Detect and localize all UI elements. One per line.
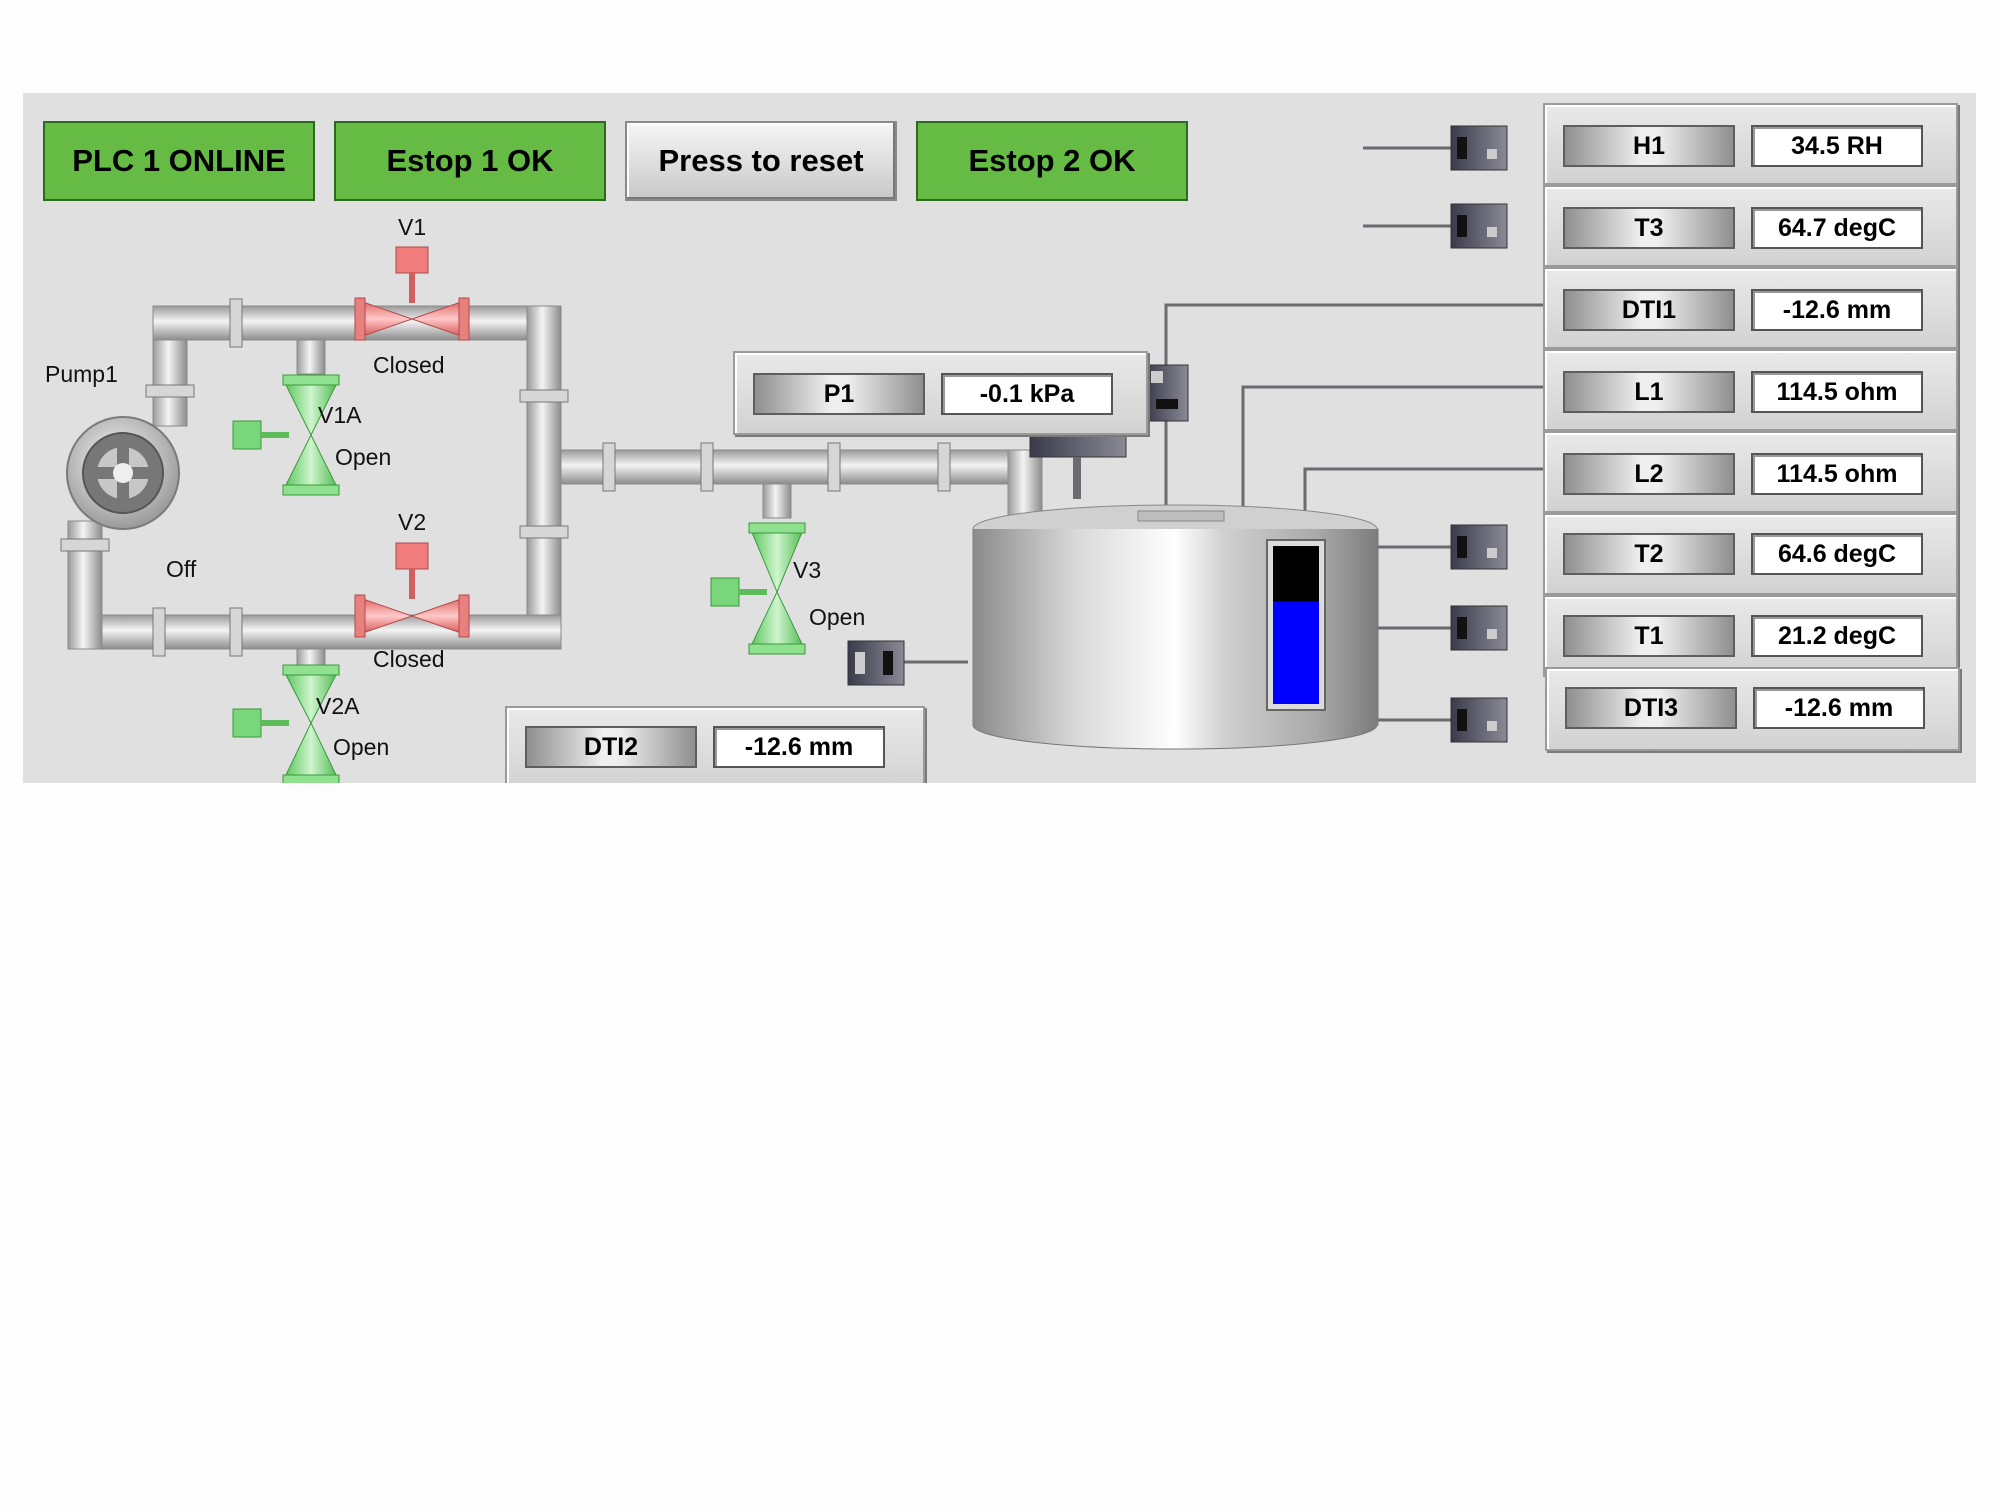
valve-v3-state: Open (809, 604, 865, 630)
l1-readout-panel: L1 114.5 ohm (1543, 349, 1958, 431)
sensor-dti2-icon[interactable] (847, 640, 905, 686)
valve-v3-icon[interactable] (710, 522, 806, 655)
sensor-wiring (903, 146, 1543, 722)
sensor-t2-icon[interactable] (1450, 524, 1508, 570)
t1-value: 21.2 degC (1751, 615, 1923, 657)
valve-v1-label: V1 (398, 214, 426, 240)
estop2-status-button[interactable]: Estop 2 OK (916, 121, 1188, 201)
dti3-readout-panel: DTI3 -12.6 mm (1545, 667, 1960, 751)
l2-readout-panel: L2 114.5 ohm (1543, 431, 1958, 513)
h1-readout-panel: H1 34.5 RH (1543, 103, 1958, 185)
p1-value: -0.1 kPa (941, 373, 1113, 415)
dti1-readout-panel: DTI1 -12.6 mm (1543, 267, 1958, 349)
valve-v1a-state: Open (335, 444, 391, 470)
valve-v2-state: Closed (373, 646, 445, 672)
process-diagram: Pump1 Off V1 Closed V1A Open (45, 125, 1543, 783)
dti2-value: -12.6 mm (713, 726, 885, 768)
dti1-tag[interactable]: DTI1 (1563, 289, 1735, 331)
sensor-dti3-icon[interactable] (1450, 697, 1508, 743)
pump-icon[interactable] (66, 416, 180, 530)
t3-value: 64.7 degC (1751, 207, 1923, 249)
tank (972, 504, 1379, 750)
valve-v1-state: Closed (373, 352, 445, 378)
l1-value: 114.5 ohm (1751, 371, 1923, 413)
sensor-dti1-icon[interactable] (1145, 364, 1189, 422)
p1-tag[interactable]: P1 (753, 373, 925, 415)
valve-v2a-icon[interactable] (232, 664, 340, 783)
valve-v3-label: V3 (793, 557, 821, 583)
sensor-t3-icon[interactable] (1450, 203, 1508, 249)
sensor-t1-icon[interactable] (1450, 605, 1508, 651)
l2-value: 114.5 ohm (1751, 453, 1923, 495)
t1-tag[interactable]: T1 (1563, 615, 1735, 657)
t3-readout-panel: T3 64.7 degC (1543, 185, 1958, 267)
t2-value: 64.6 degC (1751, 533, 1923, 575)
dti3-tag[interactable]: DTI3 (1565, 687, 1737, 729)
h1-value: 34.5 RH (1751, 125, 1923, 167)
valve-v2a-label: V2A (316, 693, 360, 719)
t2-tag[interactable]: T2 (1563, 533, 1735, 575)
valve-v1a-icon[interactable] (232, 374, 340, 496)
p1-readout-panel: P1 -0.1 kPa (733, 351, 1148, 435)
l2-tag[interactable]: L2 (1563, 453, 1735, 495)
h1-tag[interactable]: H1 (1563, 125, 1735, 167)
l1-tag[interactable]: L1 (1563, 371, 1735, 413)
valve-v2-label: V2 (398, 509, 426, 535)
dti2-readout-panel: DTI2 -12.6 mm (505, 706, 925, 783)
level-fill (1273, 601, 1319, 704)
dti1-value: -12.6 mm (1751, 289, 1923, 331)
valve-v2-icon[interactable] (354, 542, 470, 638)
hmi-panel: Pump1 Off V1 Closed V1A Open (23, 93, 1976, 783)
dti2-tag[interactable]: DTI2 (525, 726, 697, 768)
pipe-network (60, 298, 1043, 678)
sensor-h1-icon[interactable] (1450, 125, 1508, 171)
estop1-status-button[interactable]: Estop 1 OK (334, 121, 606, 201)
reset-button[interactable]: Press to reset (625, 121, 897, 201)
dti3-value: -12.6 mm (1753, 687, 1925, 729)
pump-state: Off (166, 556, 197, 582)
valve-v1a-label: V1A (318, 402, 362, 428)
valve-v1-icon[interactable] (354, 246, 470, 341)
valve-v2a-state: Open (333, 734, 389, 760)
t1-readout-panel: T1 21.2 degC (1543, 595, 1958, 677)
pump-label: Pump1 (45, 361, 118, 387)
t3-tag[interactable]: T3 (1563, 207, 1735, 249)
plc1-status-button[interactable]: PLC 1 ONLINE (43, 121, 315, 201)
t2-readout-panel: T2 64.6 degC (1543, 513, 1958, 595)
